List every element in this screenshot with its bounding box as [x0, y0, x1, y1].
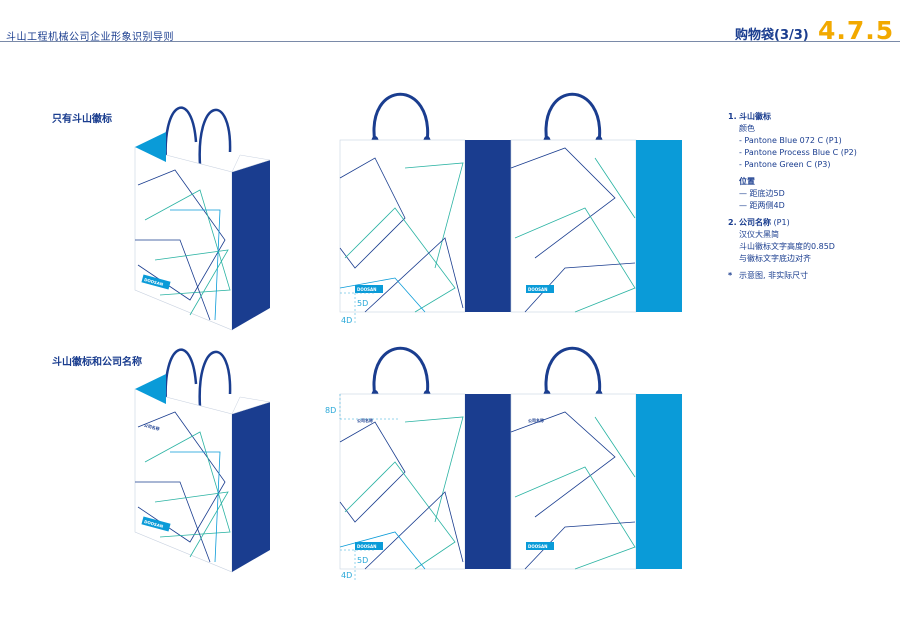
dim-bottom-5d: 5D	[357, 299, 368, 308]
flat-logo-text-4: DOOSAN	[528, 544, 547, 549]
flat-logo-text-3: DOOSAN	[357, 544, 376, 549]
bag-flat-front-logo-only: DOOSAN DOOSAN 5D 4D	[339, 92, 682, 325]
header-divider	[0, 41, 900, 42]
note-item-2-title: 公司名称	[739, 218, 771, 227]
bag-flat-front-logo-and-name: 公司名称 公司名称 DOOSAN DOOSAN 8D 5D 4D	[325, 346, 682, 580]
note-item-2-number: 2.	[728, 218, 737, 227]
bag-3d-logo-only: DOOSAN	[134, 106, 271, 331]
flat-logo-text-2: DOOSAN	[528, 287, 547, 292]
note-position-1: — 距底边5D	[739, 189, 785, 198]
spec-notes: 1.斗山徽标 颜色 - Pantone Blue 072 C (P1) - Pa…	[728, 111, 893, 282]
dim-side-4d: 4D	[341, 316, 352, 325]
document-title: 斗山工程机械公司企业形象识别导则	[6, 32, 174, 43]
note-color-label: 颜色	[739, 124, 755, 133]
note-align-line: 与徽标文字底边对齐	[739, 254, 811, 263]
bag-3d-company-text: 公司名称	[143, 422, 160, 432]
dim-side-4d-2: 4D	[341, 571, 352, 580]
note-item-2-suffix: (P1)	[771, 218, 790, 227]
note-item-1-title: 斗山徽标	[739, 112, 771, 121]
flat-company-text-1: 公司名称	[357, 417, 373, 423]
note-item-1-number: 1.	[728, 112, 737, 121]
note-position-2: — 距两侧4D	[739, 201, 785, 210]
bag-logo-text: DOOSAN	[144, 277, 164, 287]
note-footnote: * 示意图, 非实际尺寸	[728, 270, 893, 282]
dim-top-8d: 8D	[325, 406, 336, 415]
note-item-2: 2.公司名称 (P1)	[728, 217, 893, 229]
note-color-2: - Pantone Process Blue C (P2)	[739, 148, 857, 157]
bag-3d-logo-text-2: DOOSAN	[144, 519, 164, 529]
section-title-logo-only: 只有斗山徽标	[52, 114, 112, 125]
note-size-line: 斗山徽标文字高度的0.85D	[739, 242, 835, 251]
note-position-label: 位置	[739, 177, 755, 186]
page-number: 4.7.5	[818, 16, 895, 45]
section-title-logo-and-name: 斗山徽标和公司名称	[52, 357, 142, 368]
note-font-line: 汉仪大黑简	[739, 230, 779, 239]
flat-logo-text-1: DOOSAN	[357, 287, 376, 292]
bag-3d-logo-and-name: 公司名称 DOOSAN	[134, 348, 271, 573]
page-title: 购物袋(3/3)	[735, 28, 809, 43]
note-footnote-mark: *	[728, 271, 733, 280]
flat-company-text-2: 公司名称	[528, 417, 544, 423]
note-item-1: 1.斗山徽标	[728, 111, 893, 123]
note-color-1: - Pantone Blue 072 C (P1)	[739, 136, 842, 145]
note-color-3: - Pantone Green C (P3)	[739, 160, 831, 169]
note-footnote-text: 示意图, 非实际尺寸	[739, 271, 809, 280]
dim-bottom-5d-2: 5D	[357, 556, 368, 565]
